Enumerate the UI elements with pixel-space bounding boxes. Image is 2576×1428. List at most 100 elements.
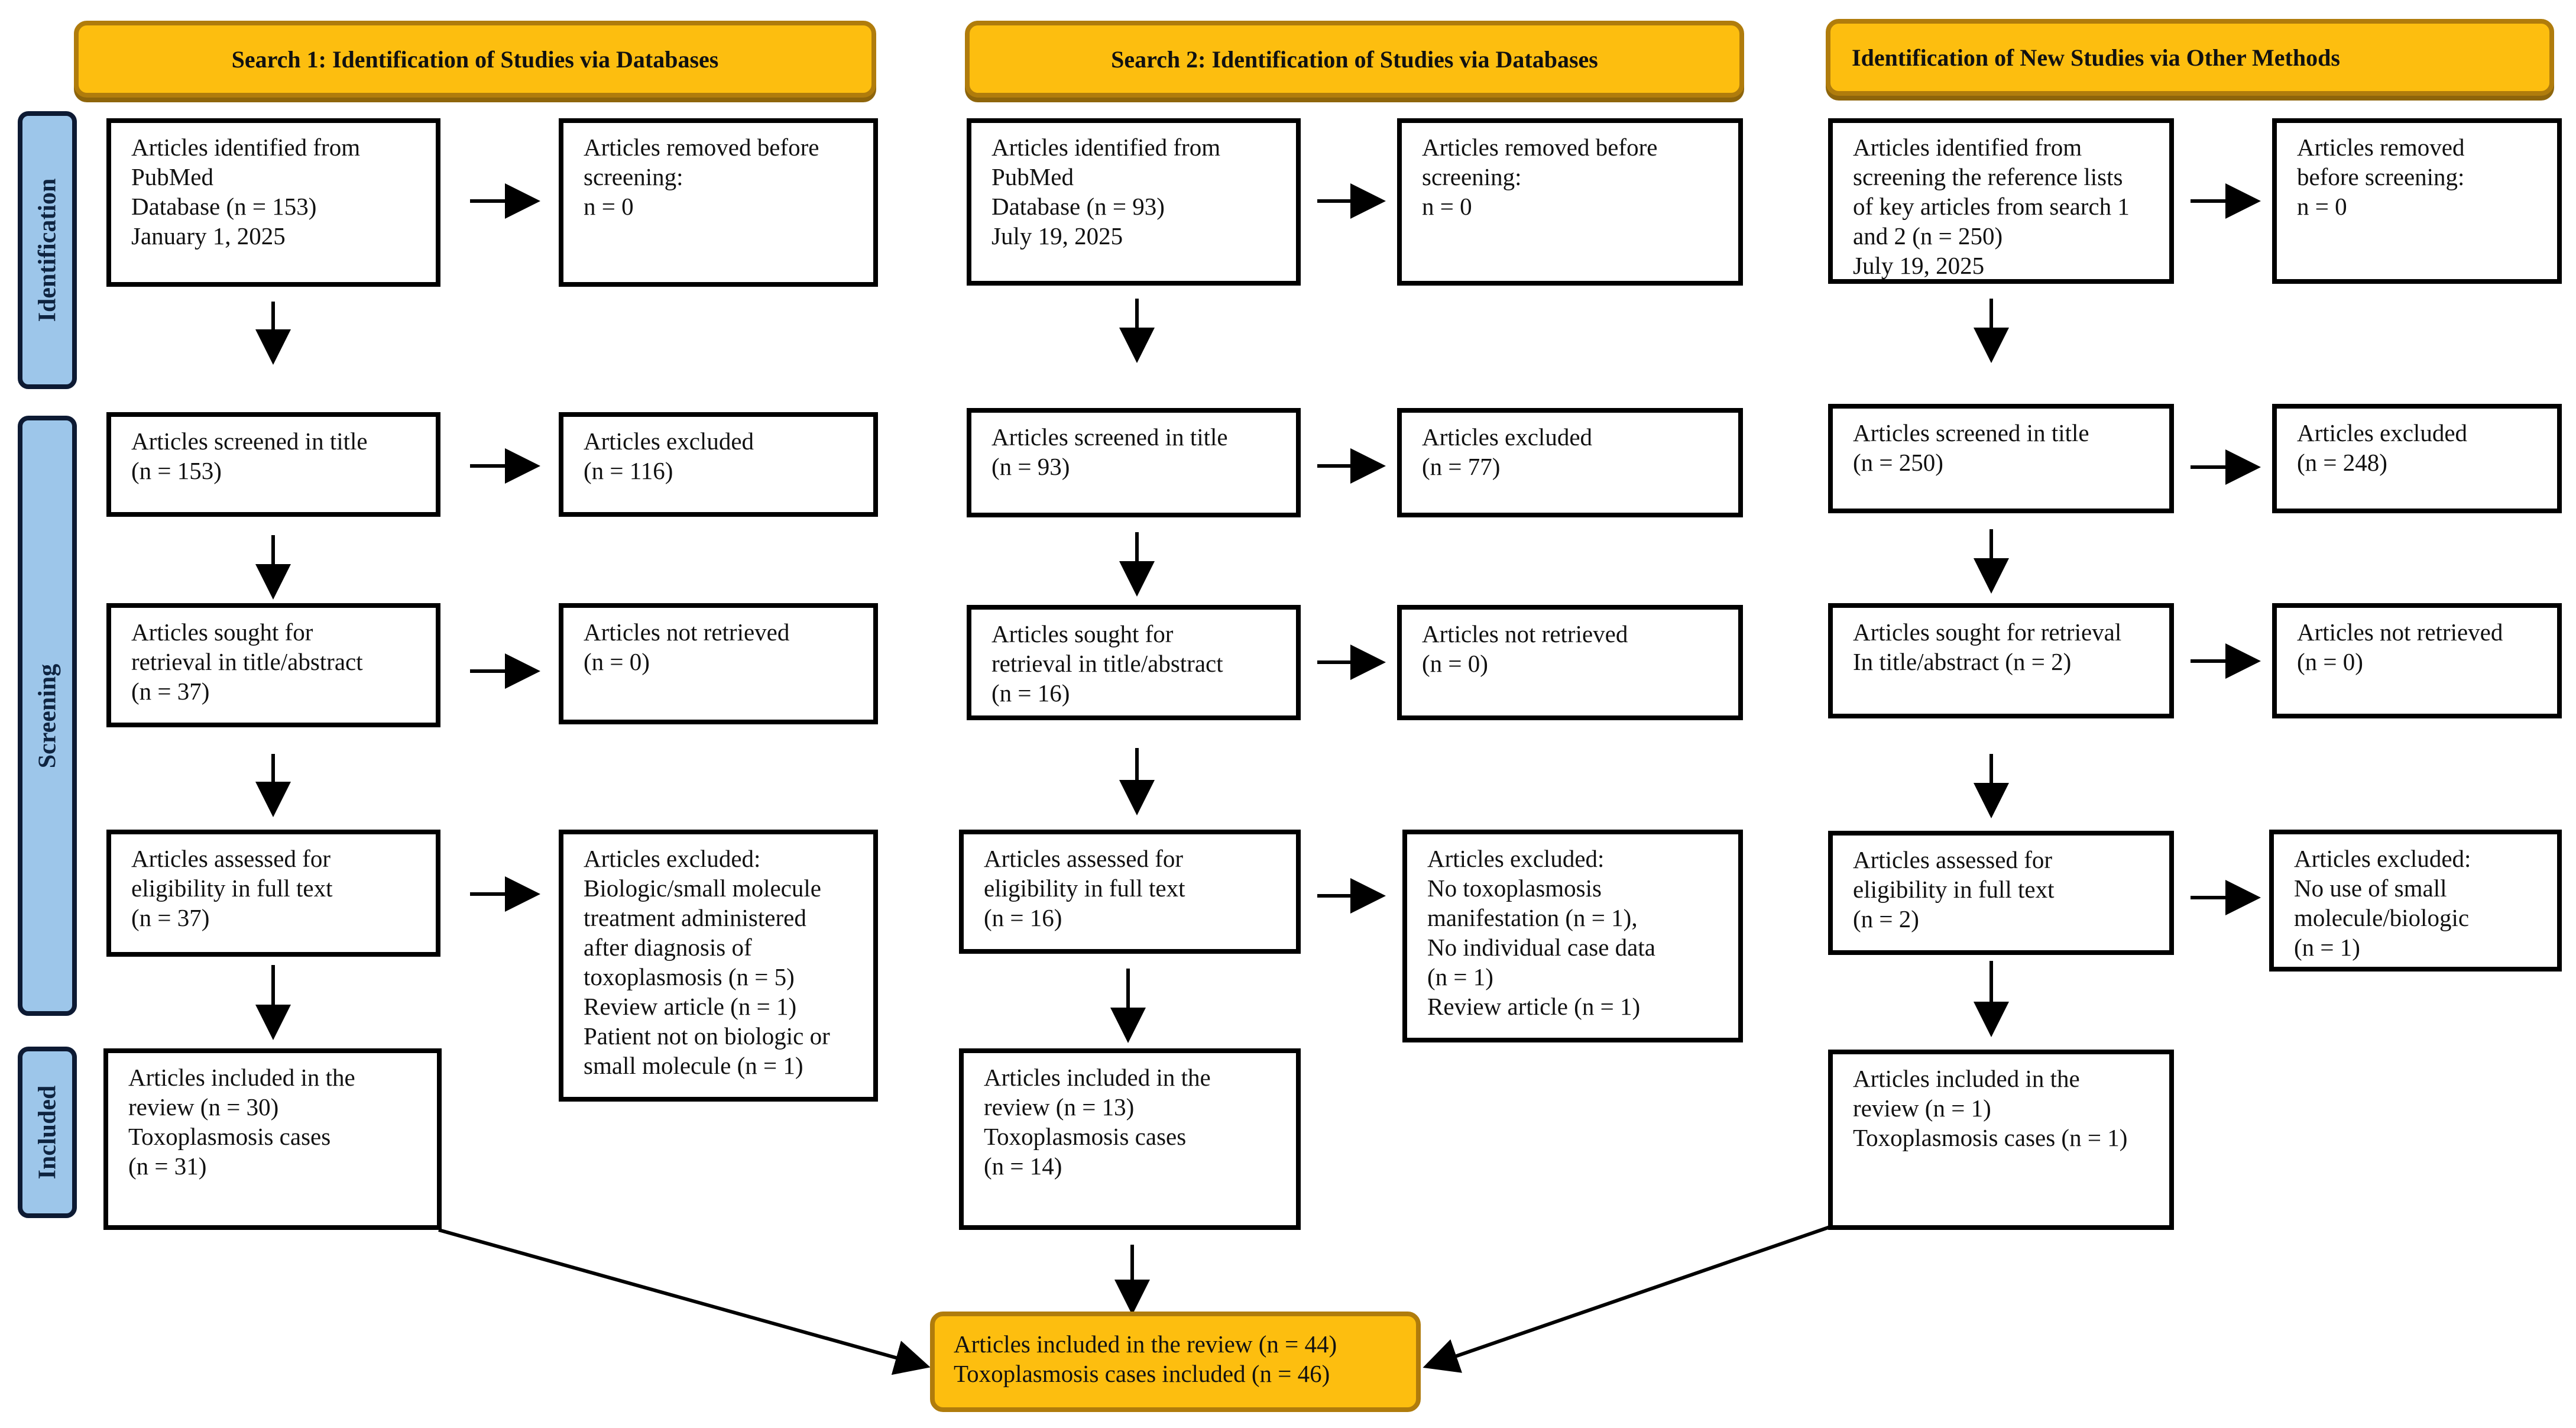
box-text-line: Toxoplasmosis cases included (n = 46) xyxy=(954,1360,1330,1387)
box-text-line: Articles not retrieved xyxy=(2297,619,2503,646)
box-text-line: (n = 250) xyxy=(1853,449,1943,476)
box-text-line: (n = 31) xyxy=(128,1152,207,1180)
box-text-line: Articles screened in title xyxy=(1853,419,2089,446)
box-text-line: of key articles from search 1 xyxy=(1853,193,2130,220)
box-text-line: Articles identified from xyxy=(131,134,361,161)
box-text-line: Articles not retrieved xyxy=(584,619,790,646)
box-text-line: Biologic/small molecule xyxy=(584,875,821,902)
box-text-line: (n = 16) xyxy=(984,904,1062,931)
box-text-line: Articles excluded xyxy=(1422,423,1593,451)
box-text-line: PubMed xyxy=(131,163,213,190)
box-text-line: Articles removed before xyxy=(584,134,819,161)
box-text-line: Articles excluded xyxy=(2297,419,2468,446)
box-text-line: after diagnosis of xyxy=(584,934,752,961)
box-text-line: screening: xyxy=(584,163,683,190)
box-text-line: (n = 1) xyxy=(2294,934,2360,961)
box-text-line: Database (n = 153) xyxy=(131,193,317,220)
box-text-line: review (n = 1) xyxy=(1853,1095,1991,1122)
box-text-line: (n = 0) xyxy=(1422,650,1488,677)
box-text-line: manifestation (n = 1), xyxy=(1427,904,1638,931)
box-text-line: Articles assessed for xyxy=(131,845,331,872)
box-text-line: and 2 (n = 250) xyxy=(1853,222,2003,250)
box-text-line: Toxoplasmosis cases xyxy=(984,1123,1187,1150)
box-text-line: Articles included in the xyxy=(128,1064,355,1091)
box-text-line: No toxoplasmosis xyxy=(1427,875,1602,902)
box-text-line: Articles sought for xyxy=(991,620,1174,647)
arrow-s1-to-final xyxy=(438,1228,931,1375)
box-text-line: (n = 16) xyxy=(991,679,1070,707)
o-screened-box: Articles screened in title (n = 250) xyxy=(1828,404,2174,513)
header-other-methods: Identification of New Studies via Other … xyxy=(1826,19,2554,96)
box-text-line: Articles excluded: xyxy=(1427,845,1605,872)
box-text-line: (n = 0) xyxy=(584,648,650,675)
s1-not-retrieved-box: Articles not retrieved(n = 0) xyxy=(559,603,878,724)
box-text-line: Patient not on biologic or xyxy=(584,1022,830,1050)
box-text-line: PubMed xyxy=(991,163,1074,190)
box-text-line: Review article (n = 1) xyxy=(584,993,797,1020)
box-text-line: treatment administered xyxy=(584,904,806,931)
s1-excluded-box: Articles excluded(n = 116) xyxy=(559,412,878,517)
box-text-line: No use of small xyxy=(2294,875,2447,902)
box-text-line: (n = 77) xyxy=(1422,453,1501,480)
box-text-line: (n = 1) xyxy=(1427,963,1493,990)
box-text-line: Articles assessed for xyxy=(1853,846,2053,873)
header-search-1: Search 1: Identification of Studies via … xyxy=(74,21,876,98)
s2-excluded-box: Articles excluded(n = 77) xyxy=(1397,408,1743,517)
box-text-line: molecule/biologic xyxy=(2294,904,2470,931)
arrow-o-to-final xyxy=(1423,1225,1830,1373)
box-text-line: retrieval in title/abstract xyxy=(131,648,363,675)
box-text-line: eligibility in full text xyxy=(984,875,1185,902)
box-text-line: screening: xyxy=(1422,163,1522,190)
box-text-line: (n = 37) xyxy=(131,678,210,705)
box-text-line: screening the reference lists xyxy=(1853,163,2123,190)
box-text-line: Articles excluded: xyxy=(584,845,761,872)
s2-not-retrieved-box: Articles not retrieved (n = 0) xyxy=(1397,605,1743,720)
box-text-line: (n = 2) xyxy=(1853,905,1919,932)
box-text-line: July 19, 2025 xyxy=(1853,252,1985,279)
s1-excluded-reasons-box: Articles excluded: Biologic/small molecul… xyxy=(559,830,878,1102)
box-text-line: In title/abstract (n = 2) xyxy=(1853,648,2072,675)
box-text-line: Articles identified from xyxy=(1853,134,2082,161)
final-included-box: Articles included in the review (n = 44)… xyxy=(930,1312,1421,1412)
box-text-line: Articles removed xyxy=(2297,134,2465,161)
box-text-line: Articles sought for xyxy=(131,619,313,646)
box-text-line: Articles not retrieved xyxy=(1422,620,1628,647)
box-text-line: (n = 248) xyxy=(2297,449,2387,476)
stage-screening: Screening xyxy=(18,416,77,1016)
box-text-line: Review article (n = 1) xyxy=(1427,993,1641,1020)
box-text-line: Database (n = 93) xyxy=(991,193,1165,220)
box-text-line: Articles removed before xyxy=(1422,134,1658,161)
box-text-line: (n = 116) xyxy=(584,457,673,484)
stage-included-label: Included xyxy=(34,1085,61,1180)
box-text-line: (n = 37) xyxy=(131,904,210,931)
box-text-line: Toxoplasmosis cases (n = 1) xyxy=(1853,1124,2128,1151)
box-text-line: (n = 153) xyxy=(131,457,222,484)
stage-screening-label: Screening xyxy=(34,663,61,768)
box-text-line: n = 0 xyxy=(584,193,634,220)
box-text-line: review (n = 13) xyxy=(984,1093,1135,1121)
s2-assessed-box: Articles assessed for eligibility in full… xyxy=(959,830,1301,954)
box-text-line: Articles excluded xyxy=(584,428,754,455)
box-text-line: small molecule (n = 1) xyxy=(584,1052,803,1079)
header-search-2: Search 2: Identification of Studies via … xyxy=(965,21,1744,98)
box-text-line: eligibility in full text xyxy=(131,875,333,902)
stage-identification: Identification xyxy=(18,111,77,389)
box-text-line: Articles assessed for xyxy=(984,845,1184,872)
box-text-line: Toxoplasmosis cases xyxy=(128,1123,331,1150)
box-text-line: Articles excluded: xyxy=(2294,845,2471,872)
stage-identification-label: Identification xyxy=(34,178,61,322)
box-text-line: July 19, 2025 xyxy=(991,222,1123,250)
